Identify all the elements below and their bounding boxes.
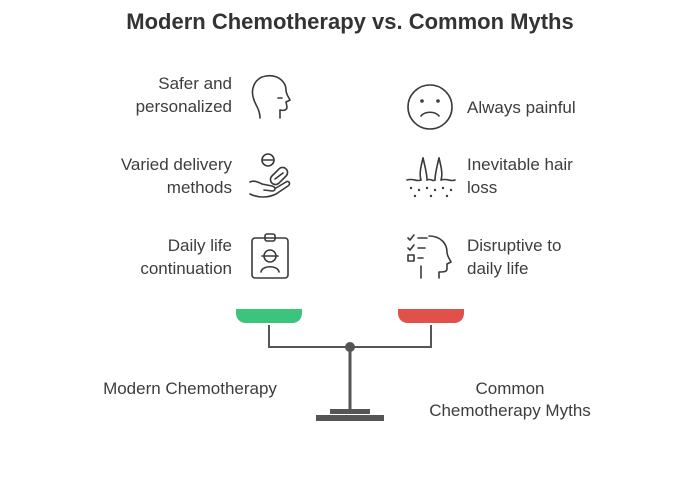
right-item-2-label: Inevitable hair loss xyxy=(467,153,667,199)
left-item-2-label: Varied delivery methods xyxy=(60,153,232,199)
scale-base-top xyxy=(330,409,370,414)
diagram-title: Modern Chemotherapy vs. Common Myths xyxy=(126,9,574,34)
right-pan xyxy=(398,309,464,323)
right-item-1-label: Always painful xyxy=(467,96,667,119)
left-item-3-line2: continuation xyxy=(140,259,232,278)
right-item-3-label: Disruptive to daily life xyxy=(467,234,667,280)
left-item-2-line1: Varied delivery xyxy=(120,155,232,174)
left-item-1-line1: Safer and xyxy=(158,74,232,93)
right-item-3-line1: Disruptive to xyxy=(467,236,562,255)
right-item-3-line2: daily life xyxy=(467,259,529,278)
balance-scale xyxy=(230,305,470,425)
head-checklist-icon xyxy=(405,232,455,282)
left-item-1-label: Safer and personalized xyxy=(60,72,232,118)
right-item-2-line1: Inevitable hair xyxy=(467,155,573,174)
left-item-3-label: Daily life continuation xyxy=(60,234,232,280)
pills-in-hand-icon xyxy=(246,152,296,202)
left-item-3-line1: Daily life xyxy=(167,236,232,255)
hair-follicle-icon xyxy=(405,152,457,202)
left-item-1-line2: personalized xyxy=(135,97,232,116)
sad-face-icon xyxy=(405,82,455,132)
left-pan xyxy=(236,309,302,323)
id-badge-icon xyxy=(248,232,292,282)
scale-base xyxy=(316,415,384,421)
scale-right-label-line2: Chemotherapy Myths xyxy=(429,401,591,420)
scale-right-label: Common Chemotherapy Myths xyxy=(400,378,620,422)
left-item-2-line2: methods xyxy=(166,178,232,197)
scale-left-label: Modern Chemotherapy xyxy=(103,379,277,398)
right-item-1-line1: Always painful xyxy=(467,98,576,117)
head-profile-icon xyxy=(246,72,294,122)
right-item-2-line2: loss xyxy=(467,178,498,197)
scale-right-label-line1: Common xyxy=(475,379,545,398)
